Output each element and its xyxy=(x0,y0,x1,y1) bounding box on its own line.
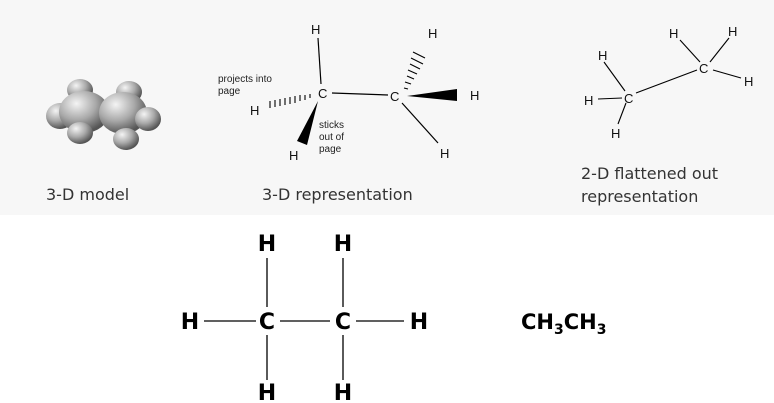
note-page: page xyxy=(319,144,342,155)
bond-line xyxy=(617,102,627,125)
atom-h: H xyxy=(258,381,276,403)
atom-h: H xyxy=(669,26,678,41)
atom-c: C xyxy=(318,86,327,101)
atom-h: H xyxy=(440,146,449,161)
structural-formula: H H H C C H H H xyxy=(181,232,428,403)
bond-line xyxy=(401,102,439,144)
formula-ch: CH xyxy=(521,310,554,334)
atom-h: H xyxy=(728,24,737,39)
formula-ch: CH xyxy=(564,310,597,334)
caption-2d-line2: representation xyxy=(581,187,698,206)
note-projects-page: page xyxy=(218,86,241,97)
bond-line xyxy=(331,92,389,96)
caption-2d-line1: 2-D flattened out xyxy=(581,164,718,183)
hydrogen-ball xyxy=(135,107,161,131)
atom-h: H xyxy=(181,310,199,335)
wedge-bond-right xyxy=(407,89,457,101)
atom-c: C xyxy=(259,310,275,335)
bond-line xyxy=(712,69,742,79)
atom-h: H xyxy=(311,22,320,37)
bond-line xyxy=(603,61,626,92)
atom-h: H xyxy=(428,26,437,41)
hydrogen-ball xyxy=(113,128,139,150)
atom-c: C xyxy=(335,310,351,335)
formula-subscript: 3 xyxy=(554,322,564,338)
ball-model xyxy=(46,79,161,150)
atom-h: H xyxy=(410,310,428,335)
atom-h: H xyxy=(744,74,753,89)
atom-h: H xyxy=(250,103,259,118)
atom-h: H xyxy=(334,232,352,257)
bond-line xyxy=(679,39,701,63)
atom-h: H xyxy=(289,148,298,163)
atom-h: H xyxy=(598,48,607,63)
atom-c: C xyxy=(390,89,399,104)
bond-line xyxy=(635,69,698,94)
atom-c: C xyxy=(699,61,708,76)
atom-c: C xyxy=(624,91,633,106)
atom-h: H xyxy=(334,381,352,403)
atom-h: H xyxy=(611,126,620,141)
flattened-representation: H H C H H C H H xyxy=(584,24,753,141)
atom-h: H xyxy=(584,93,593,108)
hydrogen-ball xyxy=(67,122,93,144)
wedge-bond-down xyxy=(297,101,318,145)
note-out-of: out of xyxy=(319,132,344,143)
atom-h: H xyxy=(470,88,479,103)
carbon-ball xyxy=(59,91,109,133)
carbon-ball xyxy=(99,92,147,134)
bond-line xyxy=(317,37,322,85)
caption-3d-model: 3-D model xyxy=(46,185,129,204)
formula-subscript: 3 xyxy=(597,322,607,338)
condensed-formula: CH3CH3 xyxy=(521,310,607,338)
hashed-bond-right xyxy=(403,51,426,90)
hashed-bond-left xyxy=(269,94,311,108)
atom-h: H xyxy=(258,232,276,257)
note-projects-into: projects into xyxy=(218,74,272,85)
bond-line xyxy=(597,97,623,100)
note-sticks: sticks xyxy=(319,120,344,131)
bond-line xyxy=(709,37,730,63)
caption-3d-representation: 3-D representation xyxy=(262,185,413,204)
wedge-representation: H H C C H H H H projects into page stick… xyxy=(218,22,479,163)
